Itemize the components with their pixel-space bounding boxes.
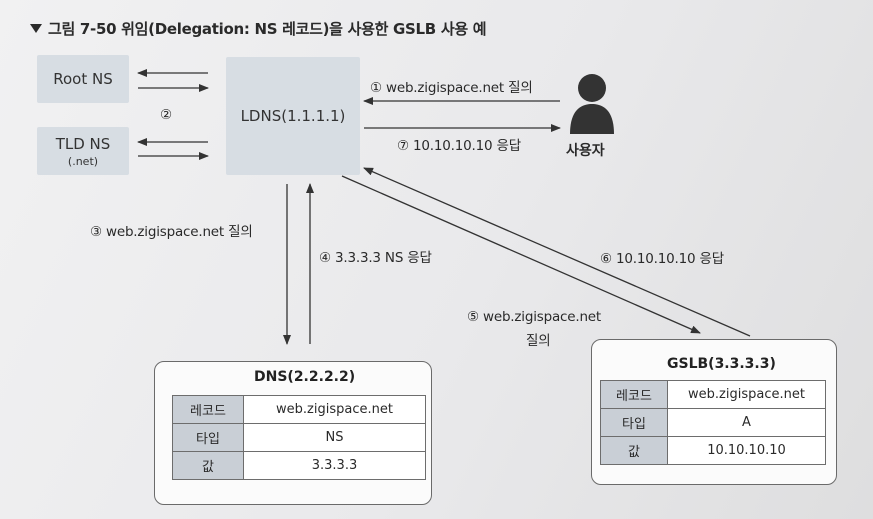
gslb-value-value: 10.10.10.10	[667, 436, 826, 465]
step-4-label: ④ 3.3.3.3 NS 응답	[319, 250, 432, 266]
dns-value-value: 3.3.3.3	[243, 451, 426, 480]
gslb-record-value: web.zigispace.net	[667, 380, 826, 409]
root-ns-box: Root NS	[37, 55, 129, 103]
dns-type-key: 타입	[172, 423, 244, 452]
dns-record-table: 레코드 web.zigispace.net 타입 NS 값 3.3.3.3	[172, 395, 426, 480]
dns-value-key: 값	[172, 451, 244, 480]
step-7-label: ⑦ 10.10.10.10 응답	[397, 138, 521, 154]
gslb-server-title: GSLB(3.3.3.3)	[667, 356, 776, 372]
dns-record-key: 레코드	[172, 395, 244, 424]
dns-server-title: DNS(2.2.2.2)	[254, 369, 356, 385]
gslb-type-value: A	[667, 408, 826, 437]
step-1-label: ① web.zigispace.net 질의	[370, 80, 533, 96]
step-3-label: ③ web.zigispace.net 질의	[90, 224, 253, 240]
table-row: 레코드 web.zigispace.net	[172, 395, 426, 424]
gslb-value-key: 값	[600, 436, 668, 465]
user-icon	[570, 74, 614, 134]
figure-title: 그림 7-50 위임(Delegation: NS 레코드)을 사용한 GSLB…	[48, 20, 487, 38]
tld-ns-sublabel: (.net)	[67, 154, 99, 168]
table-row: 값 10.10.10.10	[600, 436, 826, 465]
ldns-label: LDNS(1.1.1.1)	[240, 107, 346, 125]
table-row: 레코드 web.zigispace.net	[600, 380, 826, 409]
root-ns-label: Root NS	[53, 70, 113, 88]
triangle-bullet-icon	[30, 24, 42, 33]
gslb-type-key: 타입	[600, 408, 668, 437]
table-row: 타입 A	[600, 408, 826, 437]
gslb-record-table: 레코드 web.zigispace.net 타입 A 값 10.10.10.10	[600, 380, 826, 465]
tld-ns-box: TLD NS (.net)	[37, 127, 129, 175]
step-5-label: ⑤ web.zigispace.net	[467, 309, 602, 325]
table-row: 값 3.3.3.3	[172, 451, 426, 480]
step-6-label: ⑥ 10.10.10.10 응답	[600, 251, 724, 267]
gslb-record-key: 레코드	[600, 380, 668, 409]
tld-ns-label: TLD NS	[55, 134, 111, 153]
table-row: 타입 NS	[172, 423, 426, 452]
step-5-label-cont: 질의	[526, 333, 551, 349]
arrow-ldns-to-gslb	[341, 175, 701, 334]
figure-title-row: 그림 7-50 위임(Delegation: NS 레코드)을 사용한 GSLB…	[30, 18, 487, 39]
arrow-gslb-to-ldns	[363, 167, 751, 337]
step-2-label: ②	[160, 107, 172, 123]
dns-type-value: NS	[243, 423, 426, 452]
ldns-box: LDNS(1.1.1.1)	[226, 57, 360, 175]
user-label: 사용자	[566, 143, 605, 159]
dns-record-value: web.zigispace.net	[243, 395, 426, 424]
